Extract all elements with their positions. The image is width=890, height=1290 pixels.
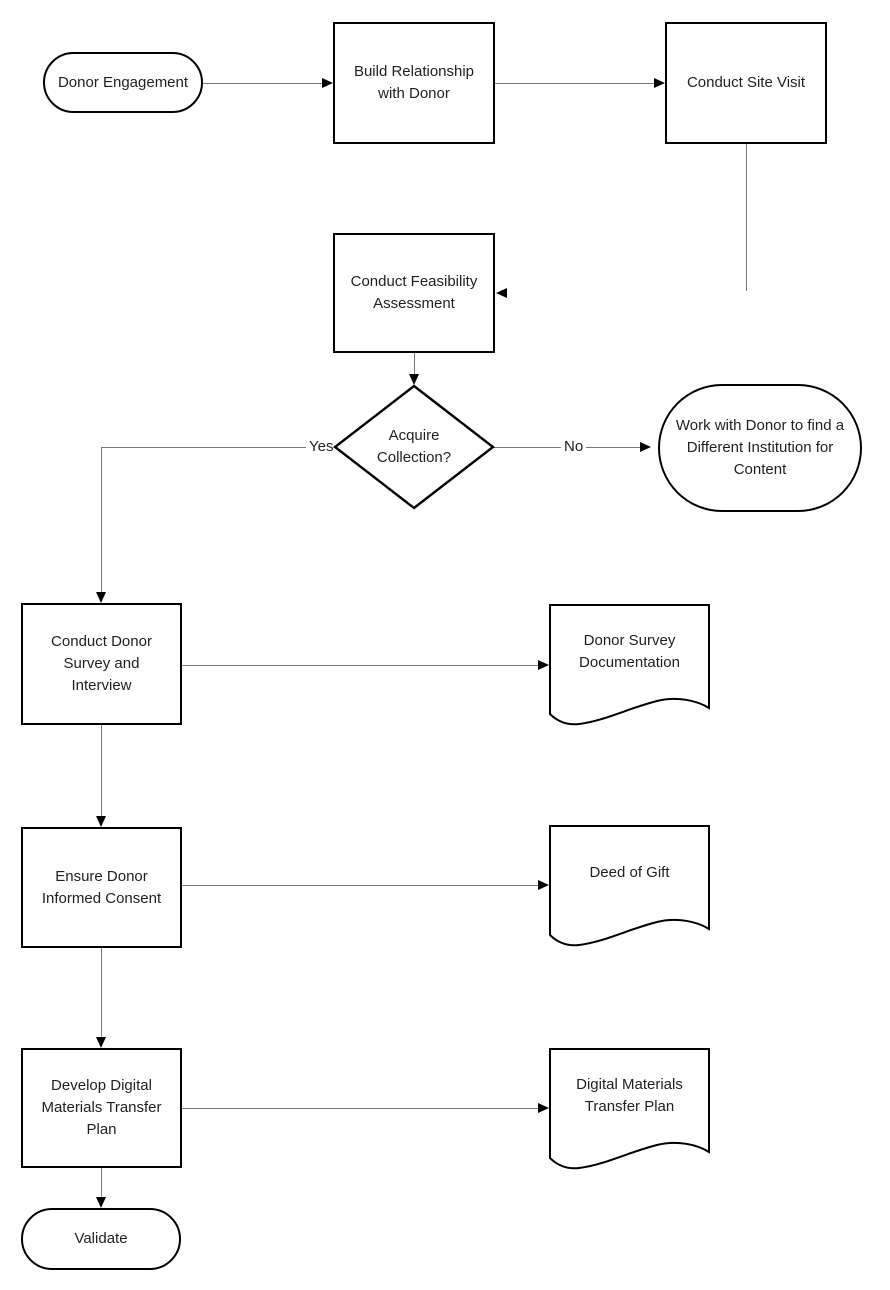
connector-decision-yes-vertical (101, 447, 102, 593)
connector-survey-to-doc (182, 665, 539, 666)
terminator-donor-engagement: Donor Engagement (43, 52, 203, 113)
connector-sitevisit-down (746, 144, 747, 291)
process-develop-plan: Develop Digital Materials Transfer Plan (21, 1048, 182, 1168)
connector-survey-to-consent (101, 725, 102, 816)
connector-consent-to-deed (182, 885, 539, 886)
arrowhead-into-consent (96, 816, 106, 827)
process-build-relationship: Build Relationship with Donor (333, 22, 495, 144)
document-deed-of-gift-shape (549, 825, 710, 947)
arrowhead-into-feasibility (496, 288, 507, 298)
edge-label-no: No (561, 437, 587, 457)
connector-consent-to-develop (101, 948, 102, 1037)
node-label: Conduct Donor Survey and Interview (51, 633, 152, 694)
arrowhead-into-site-visit (654, 78, 665, 88)
connector-develop-to-validate (101, 1168, 102, 1197)
terminator-work-with-donor: Work with Donor to find a Different Inst… (658, 384, 862, 512)
arrowhead-into-build-relationship (322, 78, 333, 88)
terminator-validate: Validate (21, 1208, 181, 1270)
arrowhead-into-survey-doc (538, 660, 549, 670)
decision-acquire-collection-shape (333, 384, 495, 510)
connector-build-to-sitevisit (495, 83, 654, 84)
arrowhead-into-survey (96, 592, 106, 603)
node-label: Conduct Feasibility Assessment (350, 273, 478, 312)
process-conduct-site-visit: Conduct Site Visit (665, 22, 827, 144)
node-label: Ensure Donor Informed Consent (41, 867, 162, 907)
node-label: Develop Digital Materials Transfer Plan (41, 1077, 162, 1138)
arrowhead-into-develop (96, 1037, 106, 1048)
connector-feasibility-to-decision (414, 353, 415, 374)
node-label: Donor Engagement (57, 73, 189, 91)
document-donor-survey-shape (549, 604, 710, 726)
process-ensure-consent: Ensure Donor Informed Consent (21, 827, 182, 948)
arrowhead-into-plan-doc (538, 1103, 549, 1113)
arrowhead-into-validate (96, 1197, 106, 1208)
document-transfer-plan-shape (549, 1048, 710, 1170)
connector-engagement-to-build (203, 83, 323, 84)
node-label: Build Relationship with Donor (353, 63, 475, 102)
arrowhead-into-deed (538, 880, 549, 890)
connector-develop-to-plan-doc (182, 1108, 539, 1109)
process-feasibility-assessment: Conduct Feasibility Assessment (333, 233, 495, 353)
edge-label-yes: Yes (306, 437, 337, 457)
arrowhead-into-decision (409, 374, 419, 385)
node-label: Conduct Site Visit (686, 74, 806, 91)
process-conduct-survey: Conduct Donor Survey and Interview (21, 603, 182, 725)
node-label: Work with Donor to find a Different Inst… (675, 417, 845, 478)
arrowhead-into-work-with-donor (640, 442, 651, 452)
connector-decision-yes-horizontal (101, 447, 335, 448)
node-label: Validate (74, 1230, 128, 1247)
